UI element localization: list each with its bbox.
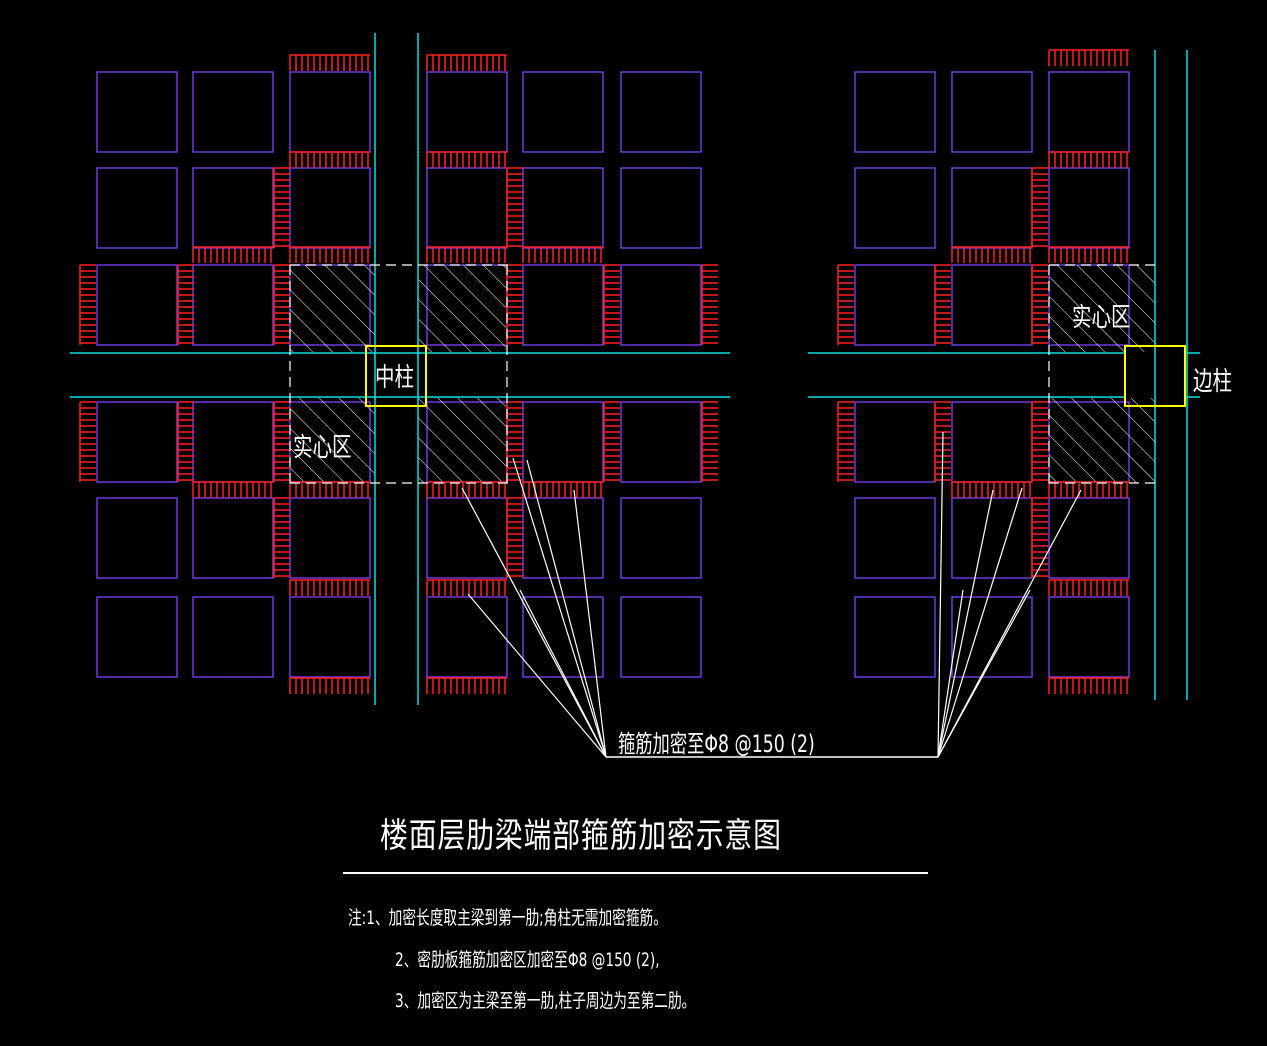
leader-line [937,589,964,758]
leader-line [526,459,607,758]
rib-panel [426,167,508,249]
hatched-zone [290,398,375,483]
note-3: 3、加密区为主梁至第一肋,柱子周边为至第二肋。 [395,990,696,1012]
rib-panel [192,401,274,483]
dense-zone-boundary [289,264,1155,484]
rib-panel [951,167,1033,249]
rib-panel [426,71,508,153]
rib-panel [96,264,178,346]
hatched-zones [290,265,1156,483]
rib-panel [96,596,178,678]
leader-line [573,489,607,758]
rib-panel [289,596,371,678]
title-underline [343,872,928,874]
rib-panel [620,401,702,483]
rib-panel [1048,167,1130,249]
rib-panel [951,497,1033,579]
rib-panel [289,71,371,153]
leader-line [519,589,607,758]
rib-panel [289,167,371,249]
hatched-zone [418,398,506,483]
rib-panel [96,167,178,249]
rib-panel [951,71,1033,153]
leader-lines [461,431,1082,758]
solid-zone-label-right: 实心区 [1072,303,1130,332]
solid-zone-label-left: 实心区 [293,433,351,462]
rib-panel [192,596,274,678]
rib-panel [192,264,274,346]
rib-panel [426,596,508,678]
rib-panel [289,497,371,579]
rib-panel [854,596,936,678]
rib-panel [192,497,274,579]
rib-panel [522,71,604,153]
rib-panel [854,497,936,579]
middle-column [365,345,427,407]
note-1: 注:1、加密长度取主梁到第一肋;角柱无需加密箍筋。 [348,907,667,929]
rib-panel [1048,596,1130,678]
rib-panel [426,497,508,579]
leader-line [937,589,1031,758]
rib-panel [620,264,702,346]
rib-panel [1048,497,1130,579]
stirrup-marks [79,49,1129,694]
leader-line [937,487,1023,758]
diagram-title: 楼面层肋梁端部箍筋加密示意图 [380,816,782,856]
rib-panel [620,497,702,579]
rib-panel [192,71,274,153]
hatched-zone [1049,265,1156,352]
hatched-zone [418,265,506,352]
rib-panel [522,264,604,346]
rib-panel [854,264,936,346]
rib-panel [854,167,936,249]
leader-line [937,431,944,758]
leader-note: 箍筋加密至Φ8 @150 (2) [618,730,815,758]
rib-panel [522,497,604,579]
rib-panel [192,167,274,249]
main-beam-lines [70,33,1200,705]
hatched-zone [290,265,375,352]
hatched-zone [1049,398,1156,483]
rib-panel [951,264,1033,346]
rib-panel [951,401,1033,483]
note-2: 2、密肋板箍筋加密区加密至Φ8 @150 (2), [395,949,660,971]
rib-panel [522,167,604,249]
rib-panel [96,71,178,153]
rib-panel [620,71,702,153]
rib-panel [854,401,936,483]
rib-panel [96,497,178,579]
rib-panel [951,596,1033,678]
middle-column-label: 中柱 [375,363,414,392]
edge-column [1124,345,1186,407]
rib-panel [96,401,178,483]
rib-panel [1048,71,1130,153]
leader-line [461,487,607,758]
edge-column-label: 边柱 [1193,367,1232,396]
rib-panel [620,167,702,249]
leader-line [937,489,994,758]
leader-line [467,593,607,758]
rib-panels [96,71,1130,678]
rib-panel [522,401,604,483]
leader-line [512,457,607,758]
rib-panel [620,596,702,678]
rib-panel [854,71,936,153]
rib-panel [522,596,604,678]
